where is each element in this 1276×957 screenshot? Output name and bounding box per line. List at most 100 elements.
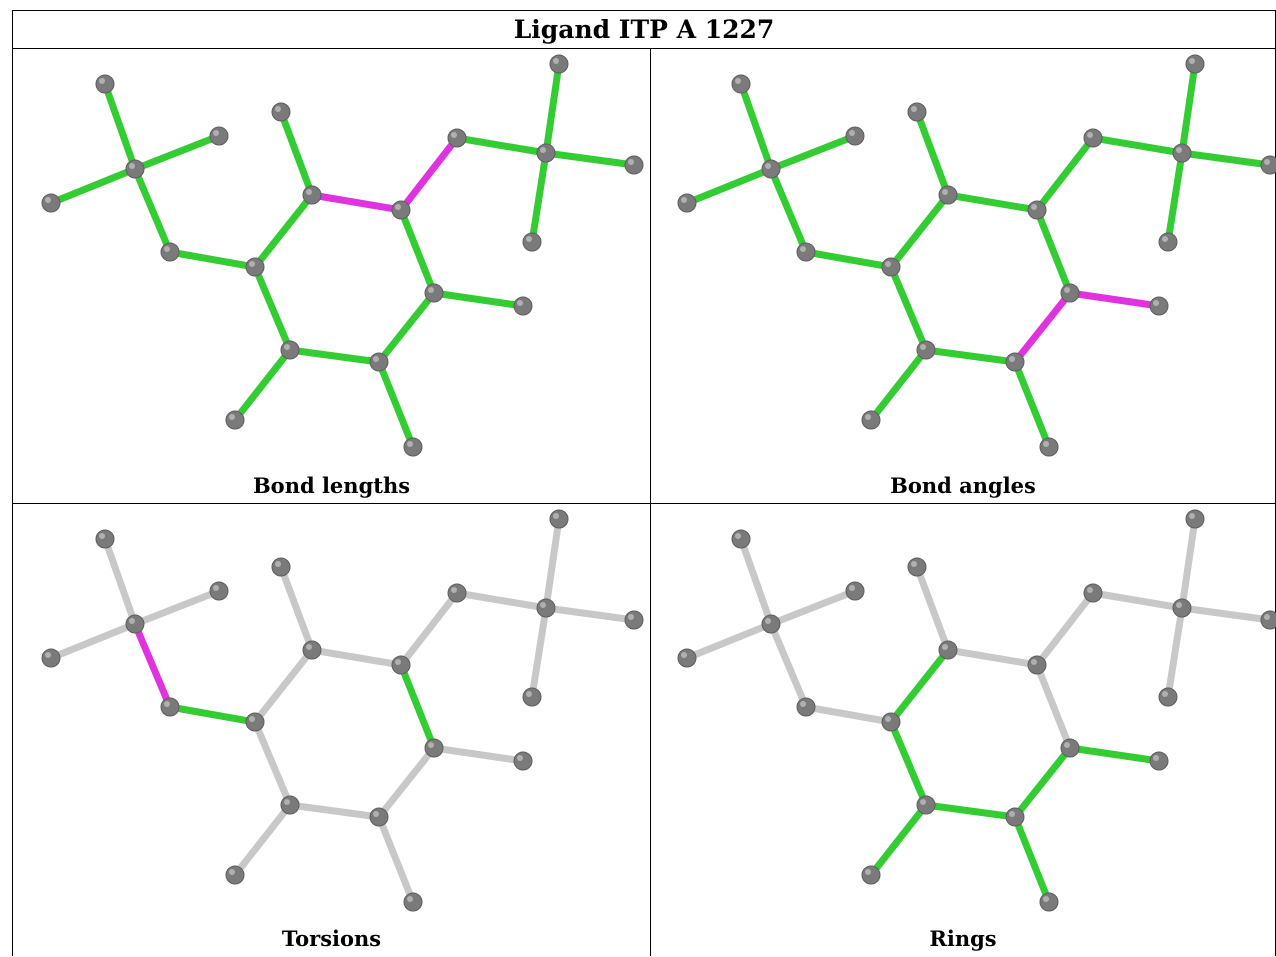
atom [731, 529, 751, 549]
atom-highlight [735, 78, 741, 84]
atom [624, 155, 644, 175]
atom [280, 340, 300, 360]
atom-highlight [800, 246, 806, 252]
atom-highlight [885, 716, 891, 722]
atom [447, 128, 467, 148]
atom-highlight [553, 513, 559, 519]
atom-highlight [1031, 659, 1037, 665]
atom-highlight [229, 414, 235, 420]
atom-highlight [553, 58, 559, 64]
atom [1172, 598, 1192, 618]
atom [1158, 687, 1178, 707]
atom [938, 185, 958, 205]
atom-highlight [451, 132, 457, 138]
panel-torsions: Torsions [12, 503, 650, 956]
atom [271, 557, 291, 577]
atom-highlight [942, 189, 948, 195]
atom-highlight [306, 189, 312, 195]
atom-highlight [1009, 811, 1015, 817]
atom [796, 242, 816, 262]
bond [1066, 289, 1163, 310]
bond [528, 604, 550, 701]
atom [1260, 610, 1276, 630]
bond [397, 589, 461, 669]
atom [1005, 352, 1025, 372]
bond [231, 801, 294, 879]
atom [225, 865, 245, 885]
bond [887, 646, 952, 726]
bond [1011, 358, 1053, 451]
molecule-torsions [41, 509, 644, 912]
bond [1011, 813, 1053, 906]
atom-highlight [517, 755, 523, 761]
atom [1185, 54, 1205, 74]
atom-highlight [865, 869, 871, 875]
atom-highlight [164, 246, 170, 252]
atom [160, 697, 180, 717]
panel-bond-lengths: Bond lengths [12, 48, 650, 503]
bond [1178, 515, 1199, 612]
atom [403, 437, 423, 457]
bond [277, 563, 316, 654]
bond [397, 206, 438, 297]
bond [286, 801, 383, 821]
atom-highlight [1043, 896, 1049, 902]
atom [845, 126, 865, 146]
atom [95, 74, 115, 94]
bond [542, 515, 563, 612]
bond [1011, 289, 1074, 366]
caption-bond-lengths: Bond lengths [252, 473, 411, 498]
atom-highlight [911, 106, 917, 112]
bond [767, 587, 859, 628]
atom [677, 193, 697, 213]
atom [522, 232, 542, 252]
bond [867, 801, 930, 879]
atom-highlight [99, 533, 105, 539]
atom [549, 509, 569, 529]
atom-highlight [849, 585, 855, 591]
caption-rings: Rings [929, 926, 997, 951]
atom [41, 648, 61, 668]
atom [1158, 232, 1178, 252]
bond [1011, 744, 1074, 821]
panel-bond-angles: Bond angles [650, 48, 1276, 503]
caption-torsions: Torsions [281, 926, 382, 951]
atom-highlight [526, 236, 532, 242]
atom [907, 557, 927, 577]
bond [767, 132, 859, 173]
atom-highlight [99, 78, 105, 84]
atom-highlight [275, 106, 281, 112]
bond [286, 346, 383, 366]
atom-highlight [1264, 614, 1270, 620]
atom [447, 583, 467, 603]
atom-highlight [1162, 236, 1168, 242]
atom-highlight [129, 163, 135, 169]
atom [861, 865, 881, 885]
atom [536, 143, 556, 163]
atom [1039, 892, 1059, 912]
atom [41, 193, 61, 213]
atom-highlight [249, 716, 255, 722]
bond [397, 661, 438, 752]
caption-bond-angles: Bond angles [890, 473, 1036, 498]
atom [1039, 437, 1059, 457]
bond [430, 289, 527, 310]
atom [536, 598, 556, 618]
atom [1149, 751, 1169, 771]
bond [683, 165, 775, 207]
bond [802, 703, 895, 726]
molecule-rings [677, 509, 1276, 912]
atom-highlight [428, 742, 434, 748]
atom-highlight [765, 163, 771, 169]
bond [1178, 149, 1274, 169]
atom [95, 529, 115, 549]
bond [767, 620, 810, 711]
atom [424, 738, 444, 758]
atom-highlight [920, 799, 926, 805]
bond [542, 60, 563, 157]
atom-highlight [800, 701, 806, 707]
atom-highlight [306, 644, 312, 650]
bond [251, 263, 294, 354]
atom-highlight [164, 701, 170, 707]
bond [1033, 589, 1097, 669]
